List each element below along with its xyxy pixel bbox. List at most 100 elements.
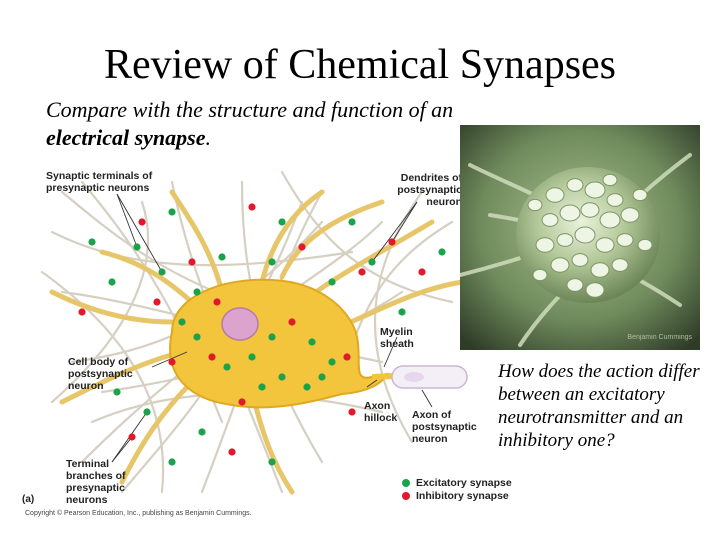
nucleus — [221, 307, 259, 341]
neuron-synapse-diagram: (a) Synaptic terminals of presynaptic ne… — [22, 162, 522, 524]
synaptic-knob — [611, 258, 629, 272]
panel-letter: (a) — [22, 494, 34, 505]
electron-micrograph: Benjamin Cummings — [460, 125, 700, 350]
synaptic-knob — [574, 226, 596, 244]
excitatory-synapse-dot — [108, 278, 116, 286]
excitatory-synapse-dot — [168, 458, 176, 466]
copyright-notice: Copyright © Pearson Education, Inc., pub… — [25, 510, 252, 517]
synaptic-knob — [616, 233, 634, 247]
inhibitory-dot — [402, 491, 410, 500]
inhibitory-synapse-dot — [418, 268, 426, 276]
synaptic-knob — [606, 193, 624, 207]
synaptic-knob — [620, 207, 640, 223]
excitatory-synapse-dot — [248, 353, 256, 361]
synaptic-knob — [541, 213, 559, 227]
inhibitory-synapse-dot — [188, 258, 196, 266]
synaptic-knob — [637, 238, 653, 252]
excitatory-synapse-dot — [368, 258, 376, 266]
synaptic-knob — [632, 188, 648, 202]
synaptic-knob — [595, 237, 615, 253]
neuron-illustration: (a) — [22, 170, 468, 505]
excitatory-synapse-dot — [268, 333, 276, 341]
excitatory-synapse-dot — [268, 458, 276, 466]
synaptic-knob — [559, 204, 581, 222]
synaptic-knob — [585, 282, 605, 298]
excitatory-synapse-dot — [113, 388, 121, 396]
excitatory-synapse-dot — [178, 318, 186, 326]
excitatory-synapse-dot — [328, 358, 336, 366]
inhibitory-synapse-dot — [213, 298, 221, 306]
inhibitory-synapse-dot — [208, 353, 216, 361]
myelin-sheath — [391, 365, 468, 389]
inhibitory-synapse-dot — [388, 238, 396, 246]
subtitle: Compare with the structure and function … — [46, 96, 456, 152]
inhibitory-synapse-dot — [153, 298, 161, 306]
inhibitory-synapse-dot — [238, 398, 246, 406]
axon — [371, 373, 395, 380]
inhibitory-synapse-dot — [358, 268, 366, 276]
legend-label: Excitatory synapse — [416, 476, 512, 489]
excitatory-synapse-dot — [308, 338, 316, 346]
label-terminal-branches: Terminal branches of presynaptic neurons — [66, 458, 126, 506]
leader-lines — [111, 193, 433, 463]
excitatory-synapse-dot — [438, 248, 446, 256]
inhibitory-synapse-dot — [168, 358, 176, 366]
inhibitory-synapse-dot — [288, 318, 296, 326]
subtitle-end: . — [205, 125, 211, 150]
inhibitory-synapse-dot — [348, 408, 356, 416]
synaptic-knob — [535, 237, 555, 253]
excitatory-synapse-dot — [88, 238, 96, 246]
excitatory-synapse-dot — [278, 218, 286, 226]
label-axon-hillock: Axon hillock — [364, 400, 398, 424]
micrograph-credit: Benjamin Cummings — [627, 334, 692, 341]
excitatory-synapse-dot — [168, 208, 176, 216]
inhibitory-synapse-dot — [248, 203, 256, 211]
inhibitory-synapse-dot — [343, 353, 351, 361]
excitatory-synapse-dot — [218, 253, 226, 261]
slide-title: Review of Chemical Synapses — [103, 42, 617, 88]
discussion-question: How does the action differ between an ex… — [498, 361, 700, 451]
excitatory-synapse-dot — [258, 383, 266, 391]
legend-item-excitatory: Excitatory synapse — [402, 476, 512, 489]
legend-label: Inhibitory synapse — [416, 489, 509, 502]
excitatory-synapse-dot — [268, 258, 276, 266]
label-axon: Axon of postsynaptic neuron — [412, 409, 477, 445]
legend-item-inhibitory: Inhibitory synapse — [402, 489, 512, 502]
synaptic-knob — [556, 233, 574, 247]
excitatory-synapse-dot — [278, 373, 286, 381]
synaptic-knob — [566, 178, 584, 192]
synaptic-knob — [566, 278, 584, 292]
excitatory-synapse-dot — [198, 428, 206, 436]
synaptic-knob — [599, 211, 621, 229]
excitatory-synapse-dot — [158, 268, 166, 276]
excitatory-synapse-dot — [193, 288, 201, 296]
excitatory-dot — [402, 478, 410, 487]
synaptic-knob — [550, 257, 570, 273]
excitatory-synapse-dot — [398, 308, 406, 316]
synaptic-knob — [532, 268, 548, 282]
subtitle-lead: Compare with the structure and function … — [46, 97, 454, 122]
excitatory-synapse-dot — [303, 383, 311, 391]
excitatory-synapse-dot — [143, 408, 151, 416]
excitatory-synapse-dot — [348, 218, 356, 226]
excitatory-synapse-dot — [328, 278, 336, 286]
synaptic-knob — [580, 202, 600, 218]
inhibitory-synapse-dot — [78, 308, 86, 316]
inhibitory-synapse-dot — [128, 433, 136, 441]
synaptic-knob — [545, 187, 565, 203]
label-synaptic-terminals: Synaptic terminals of presynaptic neuron… — [46, 170, 153, 194]
inhibitory-synapse-dot — [228, 448, 236, 456]
synapse-legend: Excitatory synapse Inhibitory synapse — [402, 476, 512, 502]
inhibitory-synapse-dot — [298, 243, 306, 251]
excitatory-synapse-dot — [133, 243, 141, 251]
synaptic-knob — [602, 173, 618, 187]
synaptic-knob — [571, 253, 589, 267]
inhibitory-synapse-dot — [138, 218, 146, 226]
subtitle-emphasis: electrical synapse — [46, 125, 206, 150]
synaptic-terminals — [78, 203, 446, 466]
micrograph-image — [460, 125, 700, 350]
excitatory-synapse-dot — [223, 363, 231, 371]
synaptic-knob — [584, 181, 606, 199]
excitatory-synapse-dot — [193, 333, 201, 341]
synaptic-knobs — [527, 173, 653, 298]
